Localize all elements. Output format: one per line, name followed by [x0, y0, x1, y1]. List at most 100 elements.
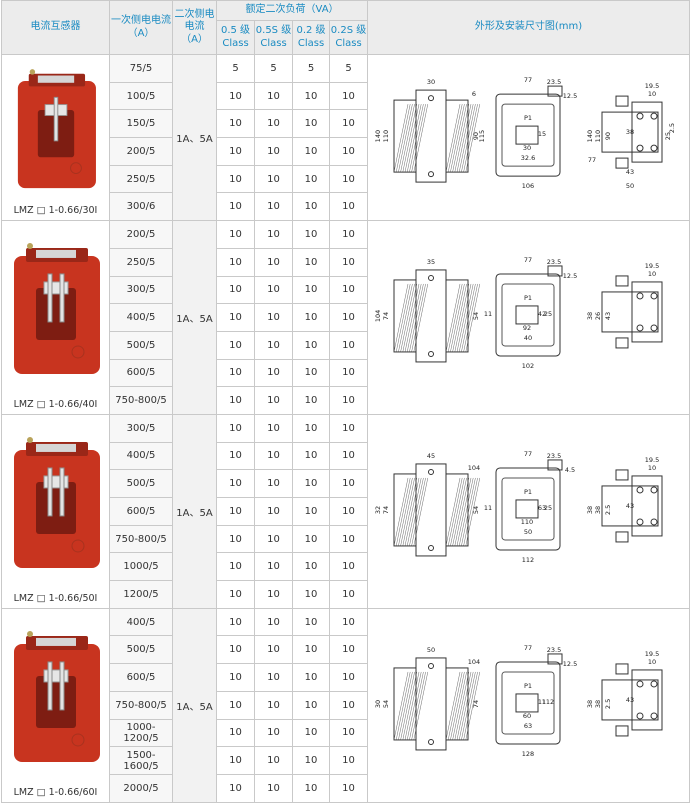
hatch-line: [465, 283, 480, 353]
dim-label: 4.5: [564, 466, 574, 474]
right-tab: [615, 663, 629, 675]
hatch-line: [465, 104, 480, 173]
right-body: [601, 111, 659, 153]
hatch-line: [462, 283, 478, 353]
burden-value: 10: [292, 635, 330, 665]
dim-label: 15: [537, 130, 545, 138]
class-label: 0.5S 级: [255, 25, 292, 36]
burden-value: 10: [216, 247, 255, 277]
dim-label: 26: [594, 312, 602, 320]
burden-value: 10: [216, 497, 255, 526]
hatch-line: [445, 477, 460, 546]
right-tab: [615, 95, 629, 107]
primary-current: 250/5: [109, 247, 173, 277]
class-sub: Class: [335, 37, 362, 49]
model-cell: LMZ □ 1-0.66/50I: [1, 413, 110, 609]
ct-window: [36, 288, 76, 341]
dim-label: 10: [647, 658, 655, 666]
ct-photo: [14, 243, 100, 375]
hatch-line: [406, 104, 421, 173]
dim-label: 23.5: [546, 646, 560, 654]
hatch-line: [399, 671, 415, 740]
burden-value: 10: [216, 386, 255, 415]
hatch-line: [413, 477, 428, 546]
burden-value: 10: [328, 192, 369, 222]
hatch-line: [408, 477, 424, 546]
dim-label: 140: [586, 130, 594, 142]
dim-label: 104: [467, 464, 479, 472]
burden-value: 10: [292, 413, 330, 443]
burden-value: 10: [254, 607, 293, 637]
terminal-screw: [636, 486, 644, 494]
burden-value: 10: [328, 635, 369, 665]
dim-label: 12.5: [562, 660, 576, 668]
front-body: [495, 93, 561, 177]
terminal-screw: [636, 292, 644, 300]
burden-value: 10: [216, 690, 255, 720]
hatch-line: [408, 104, 424, 173]
dim-label: 77: [523, 76, 531, 84]
dim-label: 128: [521, 750, 533, 758]
burden-value: 10: [216, 718, 255, 748]
primary-current: 150/5: [109, 109, 173, 139]
hatch-line: [399, 477, 415, 546]
burden-value: 5: [254, 54, 293, 83]
dim-label: 90: [604, 132, 612, 140]
mount-hole: [427, 95, 434, 102]
right-body: [601, 485, 659, 527]
burden-value: 10: [216, 607, 255, 637]
model-cell: LMZ □ 1-0.66/30I: [1, 53, 110, 222]
header-primary-line1: 一次侧电电流: [111, 15, 171, 26]
burden-value: 10: [254, 275, 293, 305]
hatch-line: [406, 477, 421, 546]
mount-hole: [427, 275, 434, 282]
hatch-line: [449, 104, 465, 173]
terminal-screw: [636, 324, 644, 332]
class-sub: Class: [260, 37, 287, 49]
hatch-line: [458, 104, 473, 173]
hatch-line: [458, 671, 473, 740]
hatch-line: [447, 104, 462, 173]
hatch-line: [397, 671, 413, 740]
right-terminal: [631, 475, 663, 537]
right-tab: [615, 469, 629, 481]
side-body: [415, 269, 447, 363]
dim-label: 38: [586, 700, 594, 708]
header-secondary: 二次侧电 电流 （A）: [172, 0, 217, 55]
ct-window: [36, 675, 76, 728]
terminal-screw: [650, 112, 658, 120]
burden-value: 10: [292, 386, 330, 415]
model-cell: LMZ □ 1-0.66/40I: [1, 220, 110, 415]
hatch-line: [454, 477, 469, 546]
clamp-bolt: [47, 661, 53, 711]
burden-value: 10: [292, 137, 330, 166]
burden-value: 10: [292, 497, 330, 526]
burden-value: 10: [328, 524, 369, 554]
burden-value: 10: [328, 220, 369, 249]
dim-label: 38: [594, 506, 602, 514]
burden-value: 10: [216, 220, 255, 249]
burden-value: 10: [216, 469, 255, 498]
burden-value: 10: [254, 220, 293, 249]
primary-current: 200/5: [109, 220, 173, 249]
dim-label: 38: [594, 700, 602, 708]
secondary-current: 1A、5A: [172, 607, 217, 803]
right-terminal: [631, 101, 663, 163]
burden-value: 5: [328, 54, 369, 83]
burden-value: 10: [292, 663, 330, 692]
burden-value: 10: [328, 81, 369, 111]
dim-label: 19.5: [644, 262, 658, 270]
hatch-line: [410, 283, 426, 353]
burden-value: 10: [292, 247, 330, 277]
burden-value: 10: [328, 109, 369, 139]
dim-label: 110: [382, 130, 390, 142]
terminal-screw: [650, 486, 658, 494]
header-secondary-line2: 电流: [184, 21, 205, 33]
dim-label: 63: [523, 722, 531, 730]
burden-value: 10: [216, 81, 255, 111]
